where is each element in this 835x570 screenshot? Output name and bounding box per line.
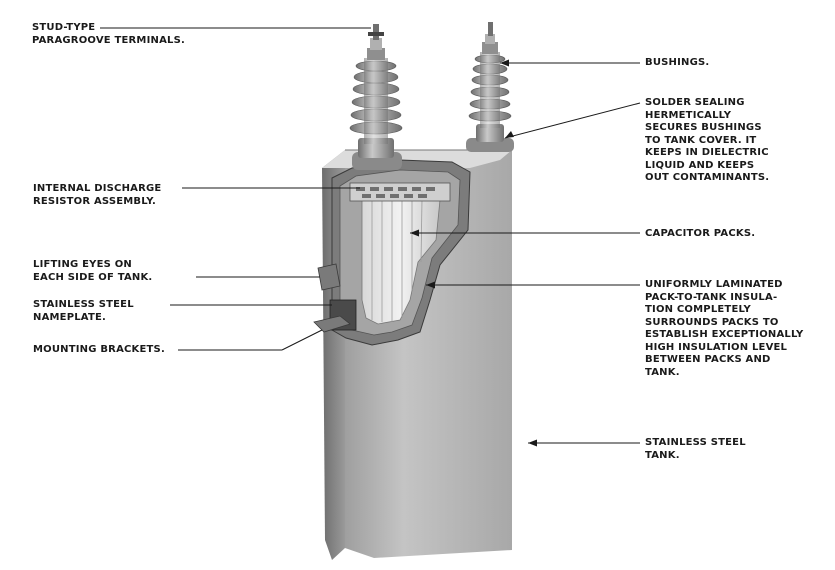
label-bushings: BUSHINGS. — [645, 57, 710, 68]
arrowheads — [410, 59, 537, 447]
leader-lines — [100, 27, 641, 444]
leader-solder-sealing — [504, 102, 641, 139]
mounting-bracket — [313, 315, 351, 333]
leader-mounting-brackets-b — [281, 329, 323, 351]
label-capacitor-packs: CAPACITOR PACKS. — [645, 228, 756, 239]
left-bushing — [349, 24, 403, 170]
right-stud-terminal — [488, 22, 493, 36]
label-lifting-eyes: LIFTING EYES ON EACH SIDE OF TANK. — [33, 259, 153, 283]
label-mounting-brackets: MOUNTING BRACKETS. — [33, 344, 165, 355]
lifting-eye — [317, 263, 341, 291]
resistor-slots — [356, 187, 435, 198]
label-stud-terminals: STUD-TYPE PARAGROOVE TERMINALS. — [32, 22, 185, 46]
label-discharge-resistor: INTERNAL DISCHARGE RESISTOR ASSEMBLY. — [33, 183, 162, 207]
label-nameplate: STAINLESS STEEL NAMEPLATE. — [33, 299, 134, 323]
capacitor-packs-body — [361, 199, 441, 325]
pack-dividers — [371, 199, 423, 322]
label-solder-sealing: SOLDER SEALING HERMETICALLY SECURES BUSH… — [645, 97, 770, 183]
discharge-resistor-block — [349, 182, 451, 202]
label-tank: STAINLESS STEEL TANK. — [645, 437, 746, 461]
right-bushing — [466, 22, 514, 152]
label-insulation: UNIFORMLY LAMINATED PACK-TO-TANK INSULA-… — [645, 279, 804, 378]
